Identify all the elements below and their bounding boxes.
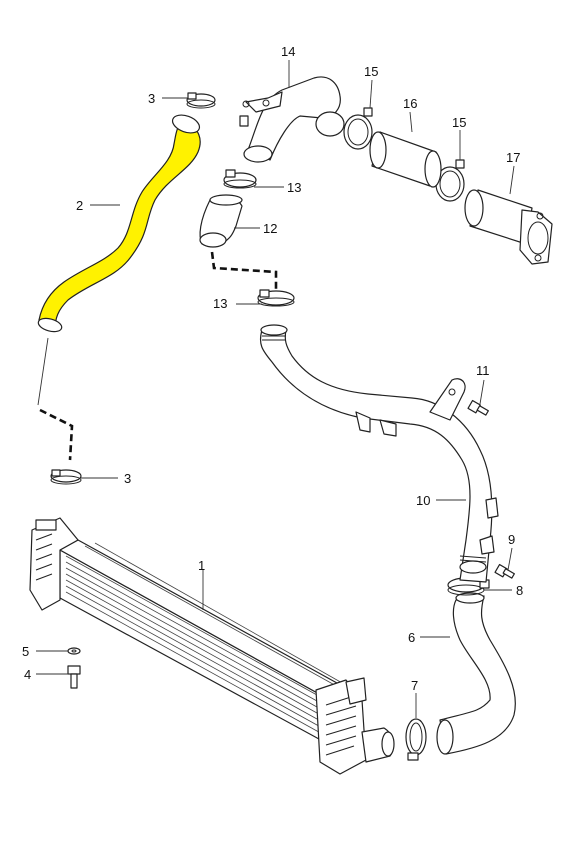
callout-13: 13 [287, 180, 301, 195]
connector-clamp-left[interactable] [343, 107, 373, 150]
short-hose-clamp[interactable] [223, 169, 257, 189]
callout-7: 7 [411, 678, 418, 693]
callout-1: 1 [198, 558, 205, 573]
callout-2: 2 [76, 198, 83, 213]
hose-clamp-lower[interactable] [50, 469, 82, 485]
callout-3: 3 [124, 471, 131, 486]
intercooler-washer[interactable] [67, 647, 81, 655]
callout-6: 6 [408, 630, 415, 645]
charge-air-pipe[interactable] [259, 324, 499, 583]
callout-4: 4 [24, 667, 31, 682]
callout-5: 5 [22, 644, 29, 659]
intercooler-bolt[interactable] [67, 665, 81, 689]
callout-15: 15 [364, 64, 378, 79]
throttle-elbow[interactable] [239, 76, 345, 163]
callout-13: 13 [213, 296, 227, 311]
assembly-line-hose-thin [37, 337, 49, 406]
callout-3: 3 [148, 91, 155, 106]
callout-labels: 1 2 3 3 4 5 6 7 8 9 10 11 12 13 13 14 15… [22, 44, 523, 693]
callout-9: 9 [508, 532, 515, 547]
callout-17: 17 [506, 150, 520, 165]
assembly-line-hose [39, 408, 74, 461]
callout-8: 8 [516, 583, 523, 598]
callout-12: 12 [263, 221, 277, 236]
charge-air-hose-highlighted[interactable] [37, 112, 202, 334]
charge-air-hose-lower[interactable] [436, 592, 516, 755]
pipe-lower-bolt[interactable] [494, 563, 515, 579]
connector-sleeve[interactable] [369, 131, 442, 188]
resonator[interactable] [464, 189, 553, 265]
callout-14: 14 [281, 44, 295, 59]
callout-16: 16 [403, 96, 417, 111]
outlet-hose-clamp[interactable] [405, 718, 427, 761]
leader-lines [36, 60, 515, 718]
callout-10: 10 [416, 493, 430, 508]
pipe-bracket-bolt[interactable] [467, 399, 489, 416]
assembly-line-upper [210, 251, 278, 290]
callout-11: 11 [476, 363, 490, 378]
intercooler[interactable] [29, 517, 395, 775]
callout-15: 15 [452, 115, 466, 130]
hose-clamp-upper[interactable] [186, 92, 216, 109]
pipe-upper-clamp[interactable] [257, 289, 295, 307]
short-hose[interactable] [199, 194, 243, 248]
